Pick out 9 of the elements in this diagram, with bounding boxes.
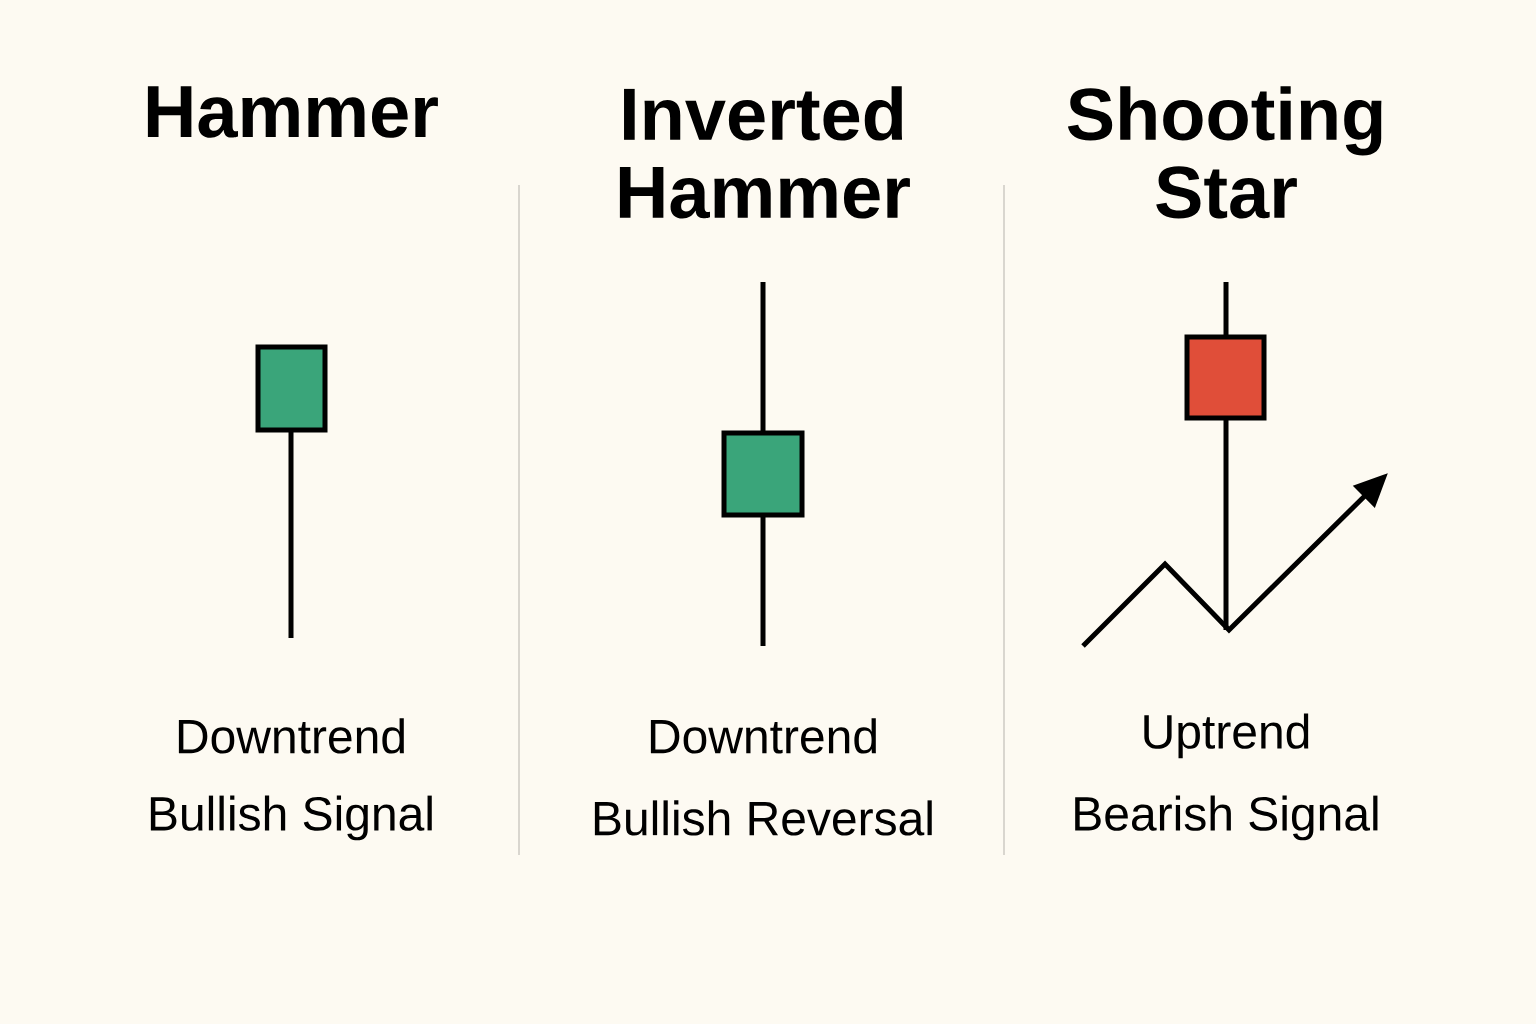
trend-label: Uptrend [1144,713,1309,759]
trend-label: Downtrend [178,718,404,754]
heading: Inverted Hammer [619,86,910,219]
signal-label: Bullish Signal [150,795,432,841]
heading: Shooting Star [1067,86,1382,219]
trend-label: Downtrend [650,718,876,754]
signal-label: Bullish Reversal [594,800,932,836]
signal-label: Bearish Signal [1075,795,1378,841]
heading: Hammer [147,86,438,138]
